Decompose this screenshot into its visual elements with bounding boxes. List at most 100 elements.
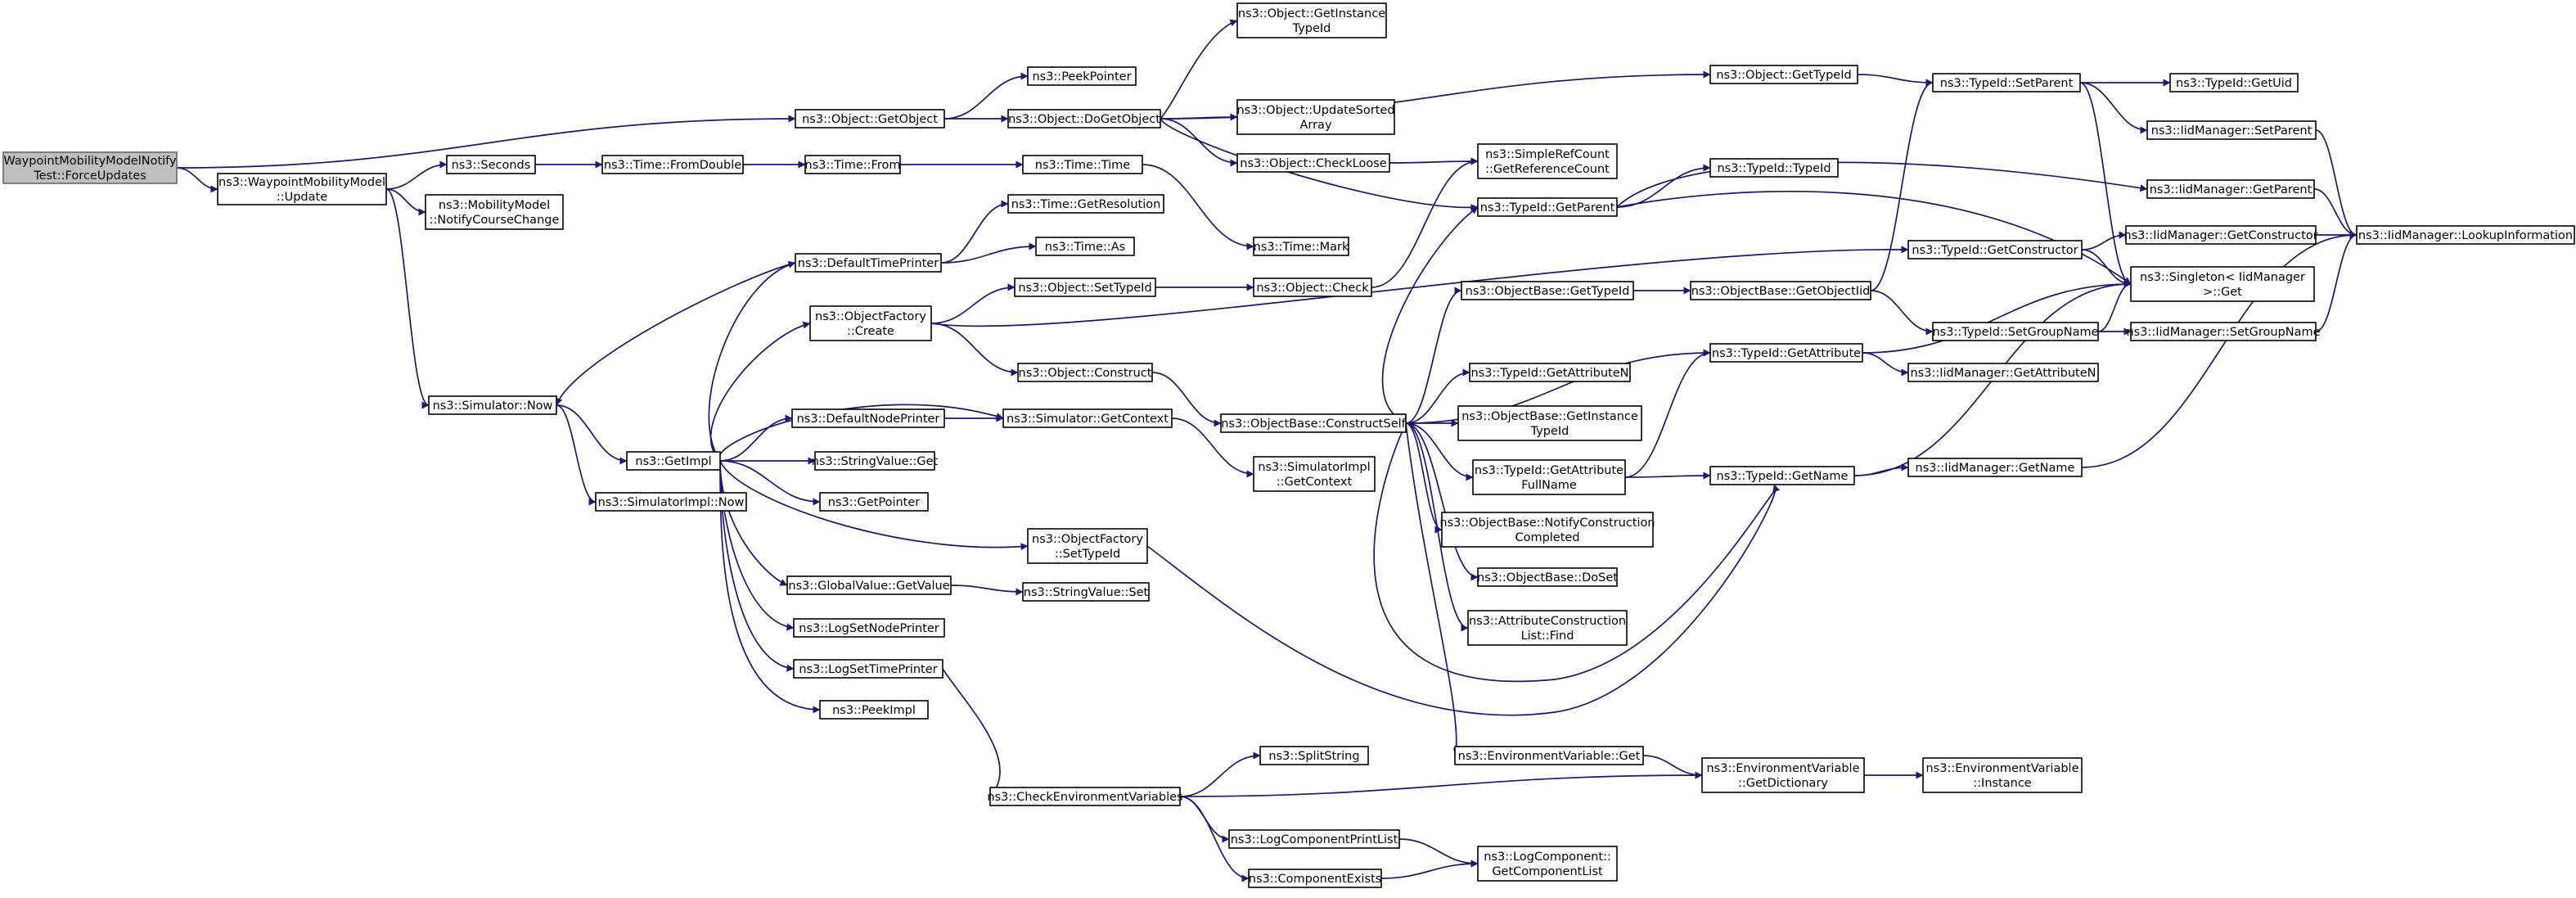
node-label: FullName	[1521, 479, 1577, 492]
node-box	[1002, 408, 1173, 428]
node-notifycoursechange[interactable]: ns3::MobilityModel::NotifyCourseChange	[425, 194, 564, 230]
node-time_as[interactable]: ns3::Time::As	[1035, 237, 1135, 256]
node-componentexists[interactable]: ns3::ComponentExists	[1248, 869, 1382, 888]
node-iid_setgroupname[interactable]: ns3::IidManager::SetGroupName	[2126, 322, 2321, 341]
call-edge-objfactory_create-to-obj_construct	[930, 323, 1019, 377]
node-time_from[interactable]: ns3::Time::From	[804, 155, 901, 174]
node-typeid_getattribute[interactable]: ns3::TypeId::GetAttribute	[1709, 343, 1863, 363]
call-edge-iid_getparent-to-iid_lookup	[2313, 188, 2358, 239]
node-checkloose[interactable]: ns3::Object::CheckLoose	[1236, 153, 1390, 173]
node-iid_getattributen[interactable]: ns3::IidManager::GetAttributeN	[1907, 363, 2099, 382]
node-logcomponentprintlist[interactable]: ns3::LogComponentPrintList	[1228, 829, 1400, 849]
call-edge-objbase_constructself-to-envvar_get	[1405, 422, 1461, 756]
node-label: ns3::ObjectBase::ConstructSelf	[1221, 417, 1406, 431]
call-edge-getimpl-to-defaultnodeprinter	[719, 414, 793, 462]
node-objbase_gettypeid[interactable]: ns3::ObjectBase::GetTypeId	[1461, 281, 1634, 300]
call-edge-dogetobject-to-typeid_getparent	[1160, 118, 1479, 212]
node-time_getresolution[interactable]: ns3::Time::GetResolution	[1007, 194, 1164, 214]
node-simimpl_getcontext[interactable]: ns3::SimulatorImpl::GetContext	[1253, 456, 1376, 492]
node-iid_getconstructor[interactable]: ns3::IidManager::GetConstructor	[2123, 225, 2318, 245]
node-sim_now[interactable]: ns3::Simulator::Now	[428, 395, 557, 415]
node-objfactory_create[interactable]: ns3::ObjectFactory::Create	[809, 305, 932, 341]
node-iid_setparent[interactable]: ns3::IidManager::SetParent	[2146, 120, 2317, 140]
call-edge-obj_check-to-srcgetrefcount	[1371, 157, 1479, 288]
node-dogetobject[interactable]: ns3::Object::DoGetObject	[1007, 109, 1161, 129]
node-stringvalue_get[interactable]: ns3::StringValue::Get	[812, 451, 939, 471]
node-box	[1236, 99, 1395, 135]
node-box	[1253, 237, 1349, 256]
node-getimpl[interactable]: ns3::GetImpl	[626, 451, 721, 471]
node-peekpointer[interactable]: ns3::PeekPointer	[1027, 66, 1137, 86]
node-stringvalue_set[interactable]: ns3::StringValue::Set	[1022, 582, 1150, 602]
node-label: ns3::IidManager::LookupInformation	[2358, 229, 2573, 242]
node-label: ns3::LogComponentPrintList	[1231, 833, 1398, 846]
node-defaultnodeprinter[interactable]: ns3::DefaultNodePrinter	[791, 408, 945, 428]
node-peekimpl[interactable]: ns3::PeekImpl	[819, 700, 929, 720]
node-label: ns3::AttributeConstruction	[1469, 615, 1626, 628]
node-envvar_getdictionary[interactable]: ns3::EnvironmentVariable::GetDictionary	[1701, 757, 1865, 793]
node-checkenvvars[interactable]: ns3::CheckEnvironmentVariables	[987, 787, 1183, 806]
node-logsettimeprinter[interactable]: ns3::LogSetTimePrinter	[793, 659, 943, 679]
node-iid_lookup[interactable]: ns3::IidManager::LookupInformation	[2356, 225, 2575, 245]
node-time_fromdouble[interactable]: ns3::Time::FromDouble	[601, 155, 744, 174]
node-iid_getparent[interactable]: ns3::IidManager::GetParent	[2146, 179, 2315, 199]
node-logcomponent_getcomponentlist[interactable]: ns3::LogComponent::GetComponentList	[1477, 846, 1618, 882]
node-splitstring[interactable]: ns3::SplitString	[1259, 746, 1369, 765]
node-objbase_doset[interactable]: ns3::ObjectBase::DoSet	[1477, 567, 1618, 587]
node-logsetnodeprinter[interactable]: ns3::LogSetNodePrinter	[793, 618, 945, 638]
call-edge-typeid_getparent-to-typeid_typeid	[1616, 164, 1711, 208]
node-envvar_instance[interactable]: ns3::EnvironmentVariable::Instance	[1922, 757, 2083, 793]
node-label: ns3::SplitString	[1268, 750, 1359, 763]
node-envvar_get[interactable]: ns3::EnvironmentVariable::Get	[1454, 746, 1644, 765]
node-typeid_getattributen[interactable]: ns3::TypeId::GetAttributeN	[1469, 363, 1631, 382]
node-defaulttimeprinter[interactable]: ns3::DefaultTimePrinter	[795, 253, 942, 273]
node-sim_getcontext[interactable]: ns3::Simulator::GetContext	[1002, 408, 1173, 428]
call-edge-typeid_getattributefullname-to-typeid_getattribute	[1624, 349, 1711, 478]
node-typeid_typeid[interactable]: ns3::TypeId::TypeId	[1709, 158, 1839, 178]
node-label: ns3::LogSetNodePrinter	[799, 622, 939, 635]
call-edge-logsettimeprinter-to-checkenvvars	[942, 668, 1001, 797]
node-typeid_setparent[interactable]: ns3::TypeId::SetParent	[1932, 73, 2081, 93]
call-edge-getimpl-to-objfactory_create	[709, 321, 811, 462]
node-root[interactable]: WaypointMobilityModelNotifyTest::ForceUp…	[2, 151, 178, 184]
node-obj_gettypeid[interactable]: ns3::Object::GetTypeId	[1709, 65, 1858, 84]
node-label: ns3::TypeId::GetAttributeN	[1470, 367, 1628, 380]
node-simimpl_now[interactable]: ns3::SimulatorImpl::Now	[595, 492, 747, 512]
node-typeid_getname[interactable]: ns3::TypeId::GetName	[1709, 466, 1855, 485]
node-srcgetrefcount[interactable]: ns3::SimpleRefCount::GetReferenceCount	[1477, 143, 1618, 179]
node-objbase_notifyconstructioncompleted[interactable]: ns3::ObjectBase::NotifyConstructionCompl…	[1439, 512, 1655, 548]
node-time_time[interactable]: ns3::Time::Time	[1022, 155, 1143, 174]
node-globalvalue_getvalue[interactable]: ns3::GlobalValue::GetValue	[786, 575, 952, 595]
node-typeid_getconstructor[interactable]: ns3::TypeId::GetConstructor	[1907, 240, 2083, 259]
node-typeid_getuid[interactable]: ns3::TypeId::GetUid	[2169, 73, 2299, 93]
node-objfactory_settypeid[interactable]: ns3::ObjectFactory::SetTypeId	[1027, 528, 1148, 564]
node-label: ns3::DefaultNodePrinter	[797, 413, 940, 426]
node-obj_construct[interactable]: ns3::Object::Construct	[1017, 363, 1153, 382]
call-edge-typeid_getattributefullname-to-typeid_getname	[1624, 472, 1711, 480]
node-box	[1035, 237, 1135, 256]
node-label: ns3::IidManager::GetParent	[2150, 183, 2313, 196]
node-obj_check[interactable]: ns3::Object::Check	[1253, 278, 1372, 297]
node-typeid_setgroupname[interactable]: ns3::TypeId::SetGroupName	[1932, 322, 2099, 341]
node-obj_settypeid[interactable]: ns3::Object::SetTypeId	[1014, 278, 1156, 297]
node-time_mark[interactable]: ns3::Time::Mark	[1253, 237, 1349, 256]
node-wmm_update[interactable]: ns3::WaypointMobilityModel::Update	[217, 173, 387, 205]
node-iid_getname[interactable]: ns3::IidManager::GetName	[1907, 458, 2083, 477]
node-getobject[interactable]: ns3::Object::GetObject	[795, 109, 945, 129]
node-typeid_getparent[interactable]: ns3::TypeId::GetParent	[1477, 197, 1618, 217]
call-edge-objbase_constructself-to-objbase_notifyconstructioncompleted	[1405, 422, 1443, 534]
node-label: ns3::Simulator::Now	[433, 399, 553, 413]
node-objbase_getobjectiid[interactable]: ns3::ObjectBase::GetObjectIid	[1690, 281, 1871, 300]
node-singleton_get[interactable]: ns3::Singleton< IidManager >::Get	[2130, 266, 2315, 302]
node-label: ns3::StringValue::Set	[1024, 586, 1149, 599]
node-seconds[interactable]: ns3::Seconds	[446, 155, 536, 174]
node-objbase_constructself[interactable]: ns3::ObjectBase::ConstructSelf	[1220, 413, 1407, 433]
call-edge-sim_getcontext-to-simimpl_getcontext	[1171, 417, 1254, 478]
node-box	[1441, 512, 1654, 548]
node-getpointer[interactable]: ns3::GetPointer	[819, 492, 929, 512]
